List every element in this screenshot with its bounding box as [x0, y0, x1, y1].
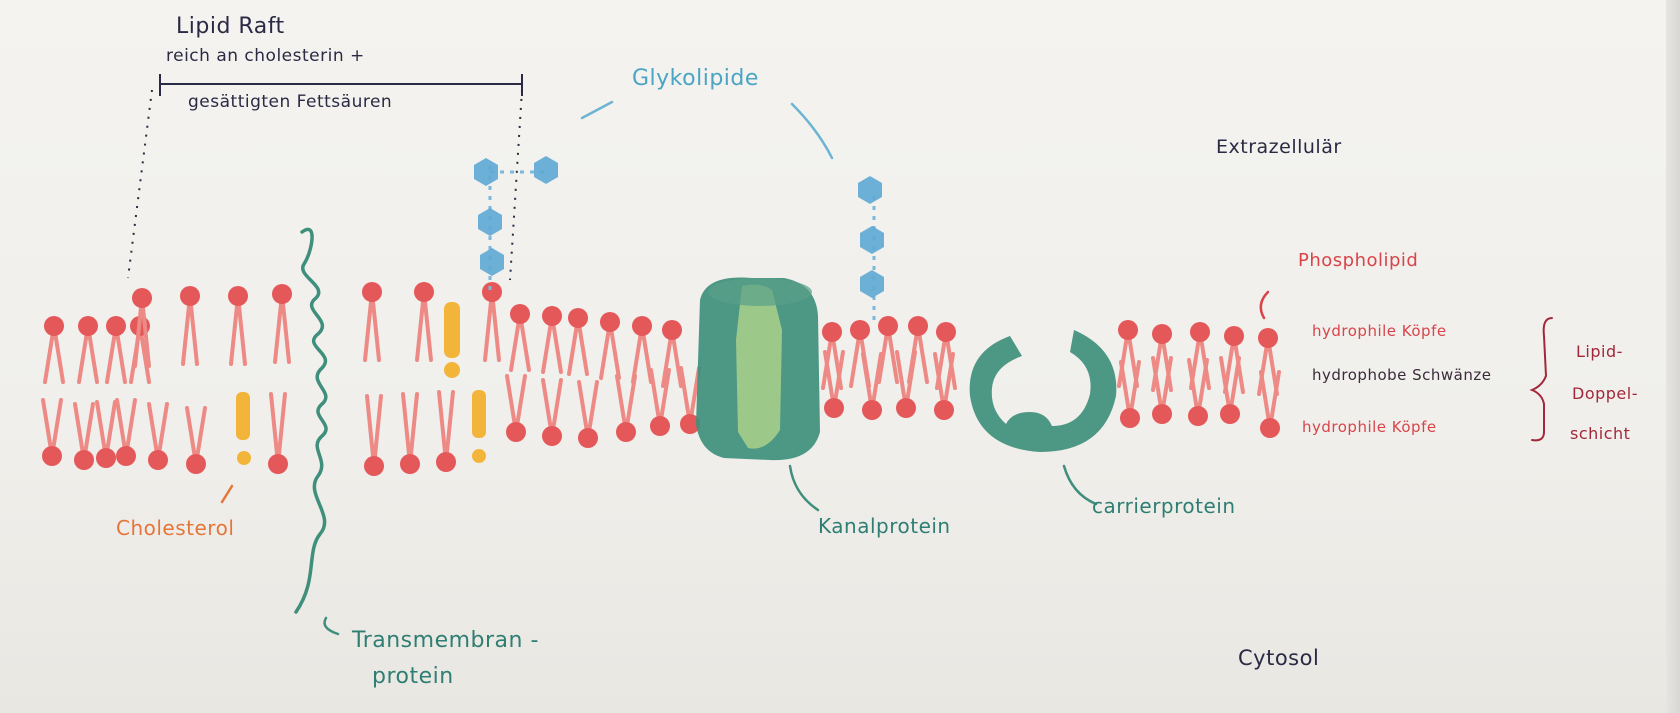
- channel-protein: [696, 277, 820, 461]
- phospholipid: [104, 314, 128, 384]
- phospholipid: [184, 406, 208, 476]
- hydrophile-bottom-label: hydrophile Köpfe: [1302, 418, 1437, 436]
- glycolipid-right: [858, 176, 884, 320]
- phospholipid: [1118, 360, 1142, 430]
- doppelschicht-label-2: Doppel-: [1572, 384, 1638, 403]
- phospholipid: [630, 314, 654, 384]
- phospholipid: [508, 302, 532, 372]
- phospholipid: [72, 402, 96, 472]
- lipid-raft-bracket: [127, 74, 523, 281]
- glycolipide-arcs: [580, 100, 834, 160]
- transmembrane-protein: [294, 227, 328, 614]
- cytosol-label: Cytosol: [1238, 646, 1320, 670]
- transmembran-label-1: Transmembran -: [352, 628, 539, 653]
- transmembran-label-2: protein: [372, 664, 454, 689]
- phospholipid: [266, 392, 290, 476]
- glykolipide-label: Glykolipide: [632, 66, 759, 91]
- cholesterol-label: Cholesterol: [116, 516, 235, 540]
- phospholipid: [576, 380, 600, 450]
- phospholipid: [566, 306, 590, 376]
- phospholipid: [270, 282, 294, 364]
- lipid-raft-desc-2: gesättigten Fettsäuren: [188, 92, 393, 112]
- phospholipid: [504, 374, 528, 444]
- phospholipid: [660, 318, 684, 388]
- phospholipid: [178, 284, 202, 366]
- phospholipid: [360, 280, 384, 362]
- lipid-raft-title: Lipid Raft: [176, 14, 285, 39]
- phospholipid: [1186, 358, 1210, 428]
- phospholipid: [1258, 370, 1282, 440]
- phospholipid: [226, 284, 250, 366]
- lipid-raft-desc-1: reich an cholesterin +: [166, 46, 365, 66]
- doppelschicht-label-3: schicht: [1570, 424, 1631, 443]
- phospholipid: [860, 352, 884, 422]
- doppelschicht-label-1: Lipid-: [1576, 342, 1623, 361]
- cholesterol-molecules: [236, 302, 486, 465]
- phospholipid: [598, 310, 622, 380]
- phospholipid: [540, 378, 564, 448]
- phospholipid: [434, 390, 458, 474]
- phospholipid-label: Phospholipid: [1298, 250, 1419, 271]
- hydrophobe-label: hydrophobe Schwänze: [1312, 366, 1492, 384]
- extrazellular-label: Extrazellulär: [1216, 136, 1342, 158]
- phospholipid: [40, 398, 64, 468]
- carrier-protein: [969, 330, 1117, 452]
- phospholipid: [540, 304, 564, 374]
- phospholipid: [398, 392, 422, 476]
- phospholipid: [94, 400, 118, 470]
- phospholipid: [76, 314, 100, 384]
- paper-edge: [1666, 0, 1680, 713]
- phospholipid: [648, 368, 672, 438]
- phospholipid: [42, 314, 66, 384]
- phospholipid: [114, 398, 138, 468]
- leader-lines: [220, 290, 1553, 636]
- phospholipid: [614, 374, 638, 444]
- phospholipid: [146, 402, 170, 472]
- carrierprotein-label: carrierprotein: [1092, 494, 1236, 518]
- phospholipid: [412, 280, 436, 362]
- phospholipid: [894, 350, 918, 420]
- kanalprotein-label: Kanalprotein: [818, 514, 951, 538]
- glycolipid-left: [474, 156, 558, 290]
- hydrophile-top-label: hydrophile Köpfe: [1312, 322, 1447, 340]
- phospholipid: [876, 314, 900, 384]
- phospholipid: [1150, 356, 1174, 426]
- phospholipid: [362, 394, 386, 478]
- phospholipid: [480, 280, 504, 362]
